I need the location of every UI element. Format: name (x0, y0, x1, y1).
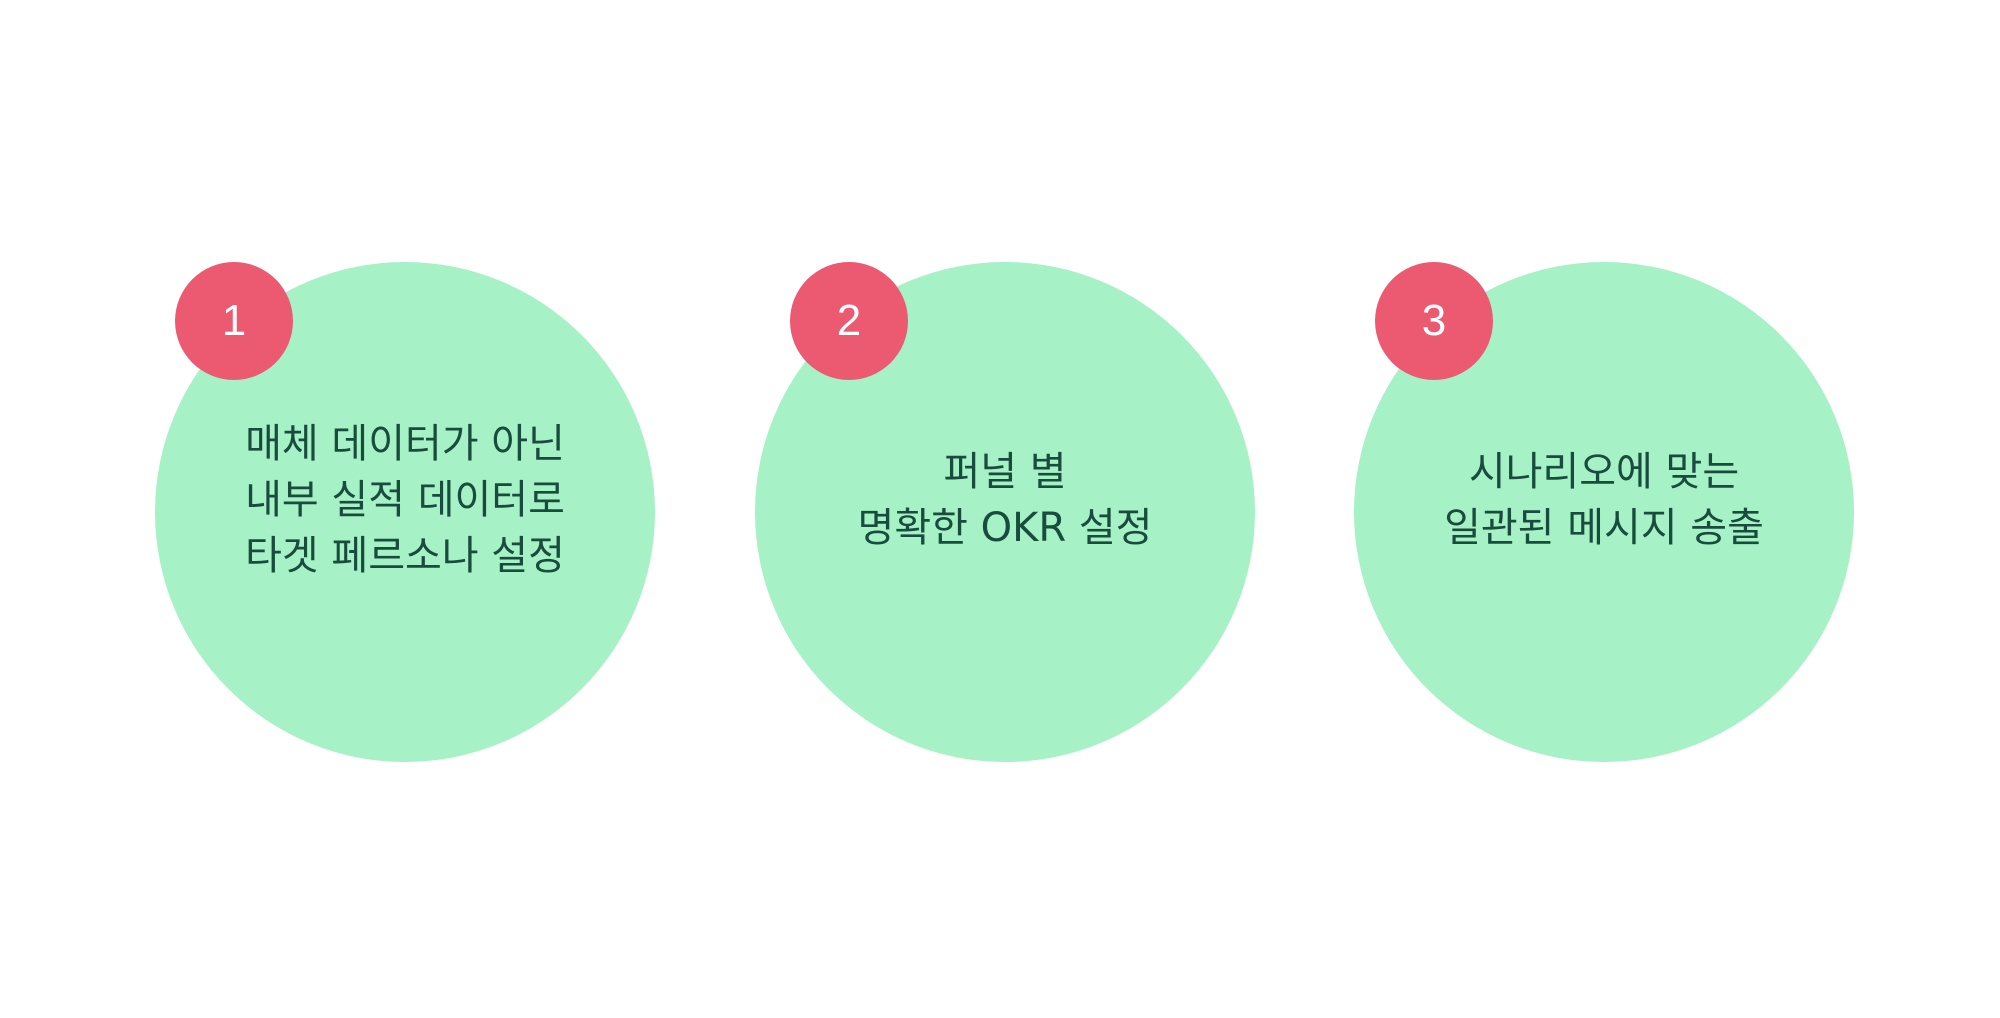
step-text: 매체 데이터가 아닌 내부 실적 데이터로 타겟 페르소나 설정 (245, 421, 565, 579)
step-text: 퍼널 별 명확한 OKR 설정 (857, 449, 1153, 551)
step-3: 시나리오에 맞는 일관된 메시지 송출 3 (1354, 262, 1854, 762)
step-number-badge: 1 (175, 262, 293, 380)
step-1: 매체 데이터가 아닌 내부 실적 데이터로 타겟 페르소나 설정 1 (155, 262, 655, 762)
step-number-badge: 2 (790, 262, 908, 380)
step-number-badge: 3 (1375, 262, 1493, 380)
step-text: 시나리오에 맞는 일관된 메시지 송출 (1444, 449, 1764, 551)
step-circle: 매체 데이터가 아닌 내부 실적 데이터로 타겟 페르소나 설정 (155, 262, 655, 762)
step-2: 퍼널 별 명확한 OKR 설정 2 (755, 262, 1255, 762)
